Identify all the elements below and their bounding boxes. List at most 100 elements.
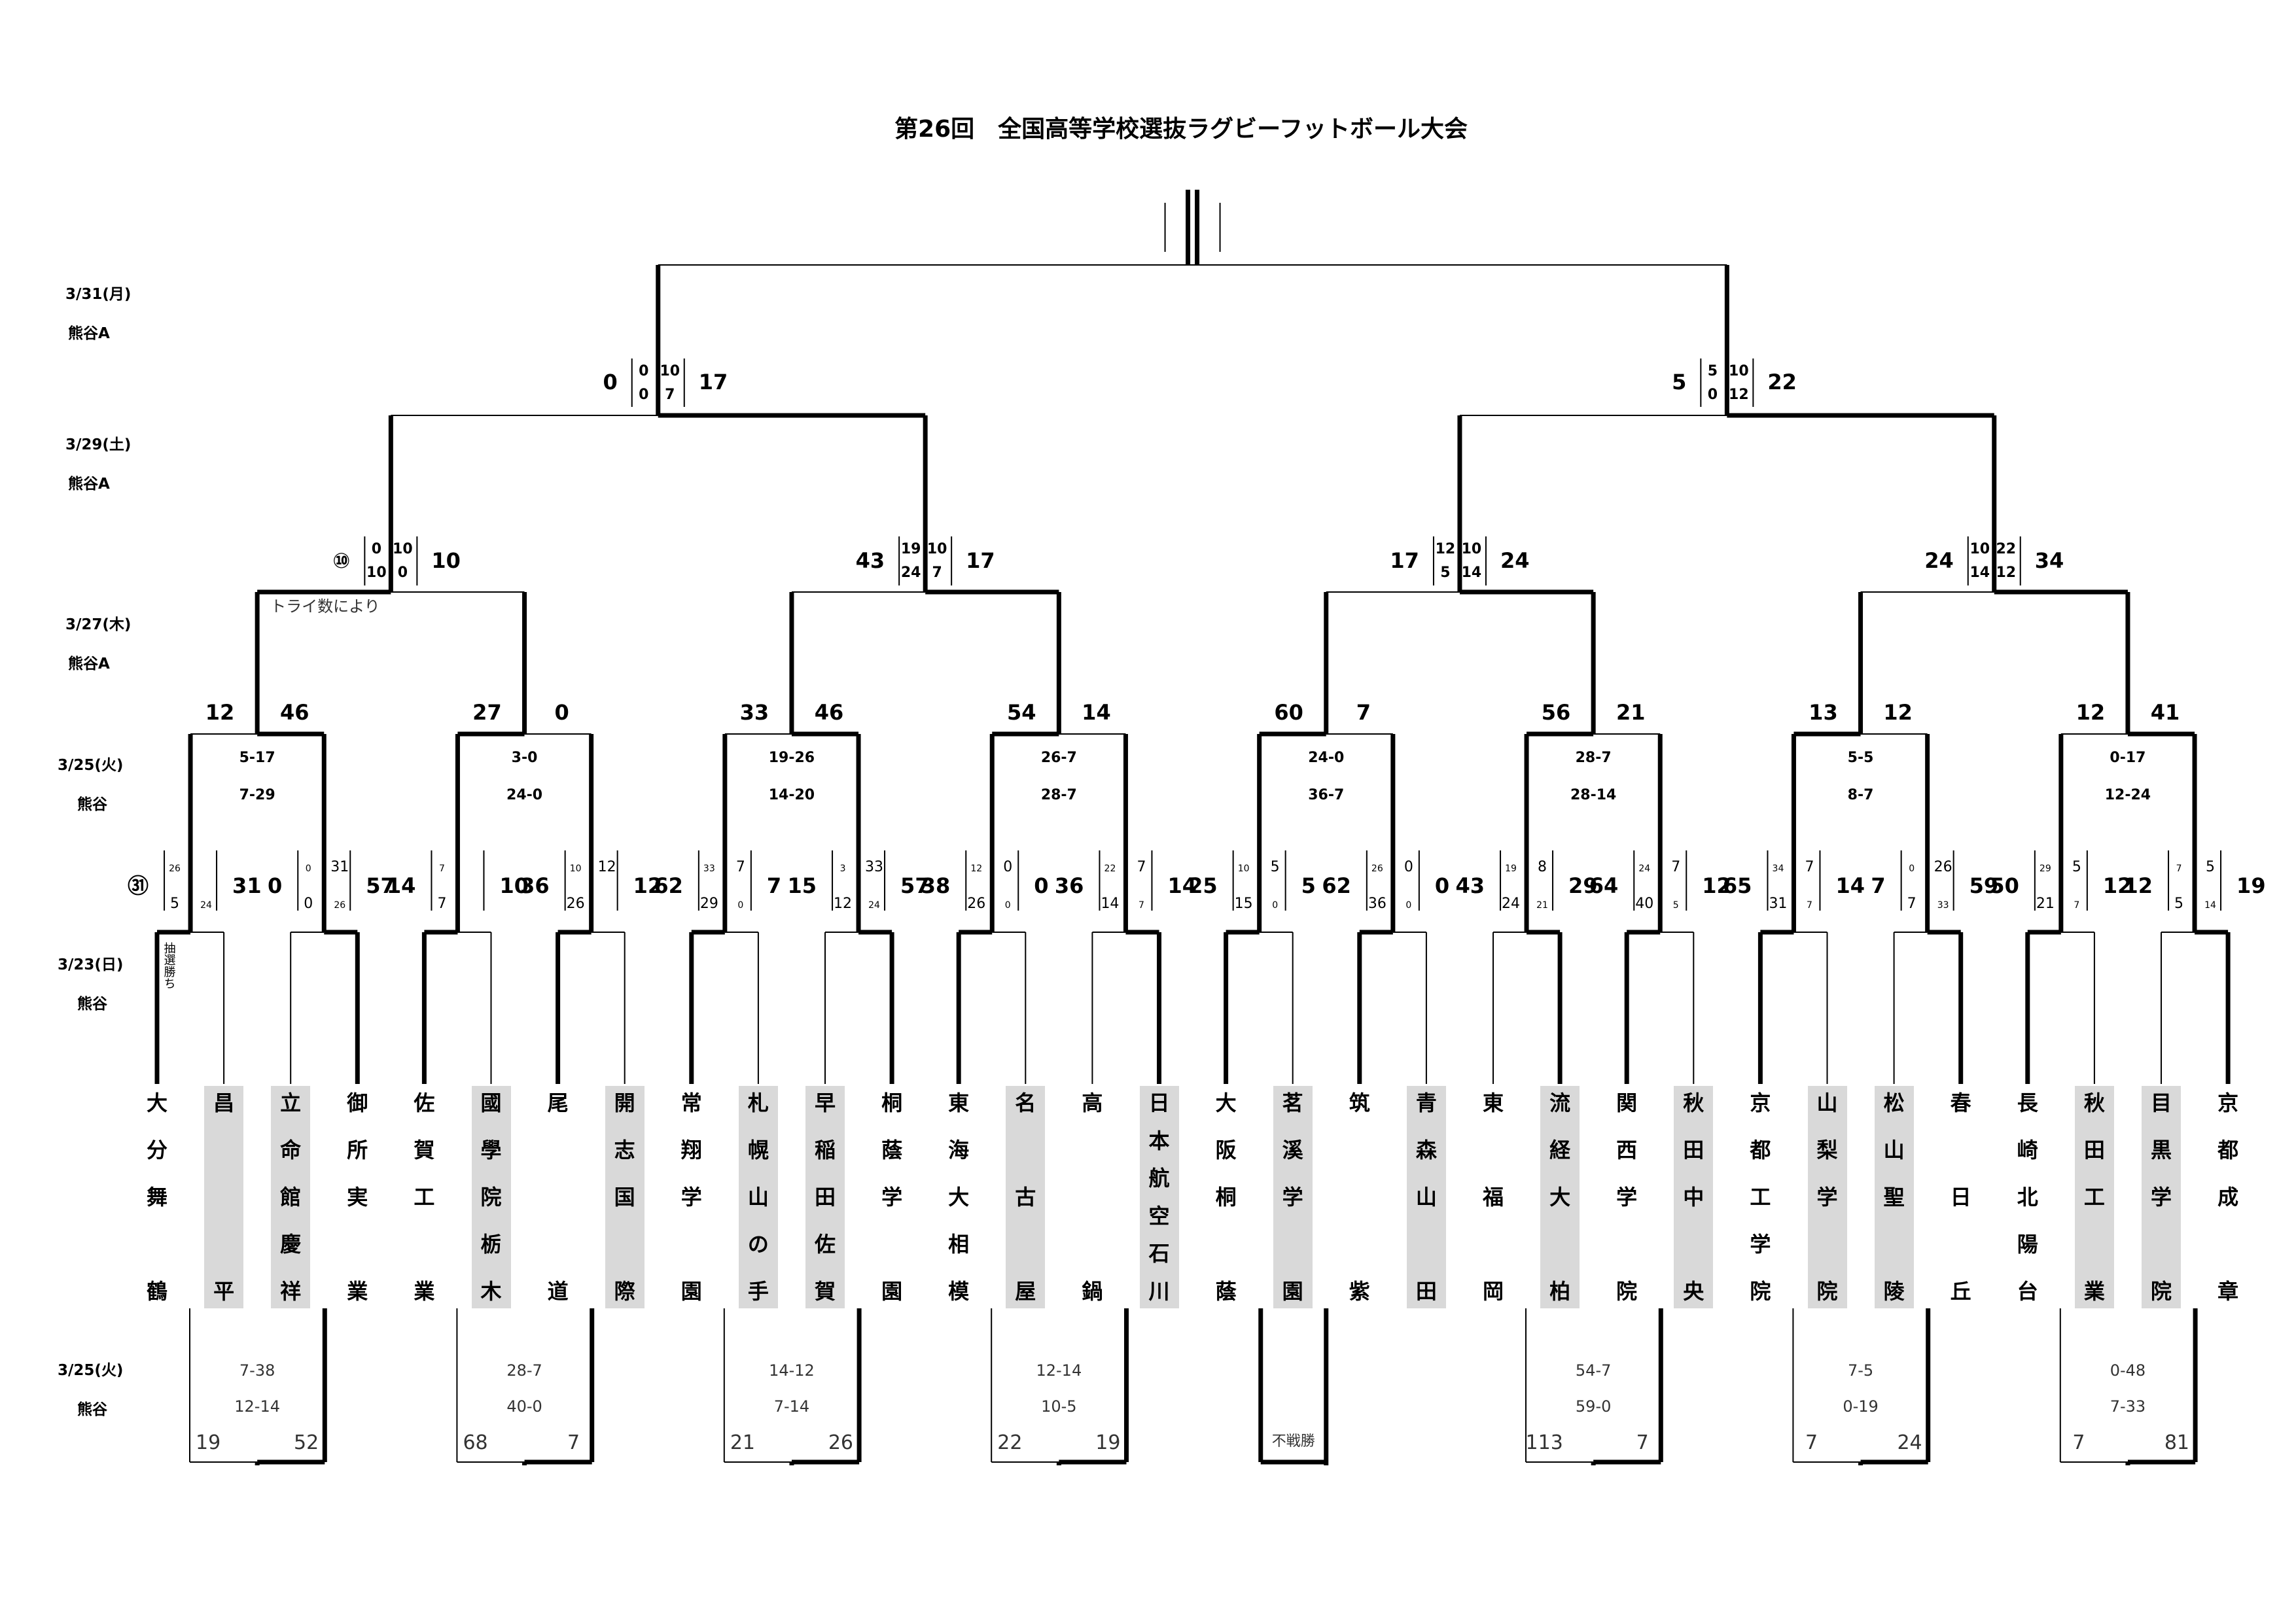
- half-score: 5-5: [1848, 750, 1874, 766]
- half-score: 24: [200, 900, 212, 911]
- half-score: 10: [1238, 864, 1250, 874]
- score-total: 22: [997, 1431, 1022, 1454]
- team-name: 秋田工 業: [2074, 1086, 2114, 1308]
- round-venue: 熊谷: [77, 796, 107, 813]
- score-total: 57: [900, 873, 930, 898]
- half-score: 0: [1003, 859, 1012, 875]
- team-name: 筑 紫: [1349, 1091, 1370, 1304]
- half-score: 0: [1005, 900, 1011, 911]
- half-score: 12: [1436, 541, 1456, 557]
- score-total: 54: [1007, 700, 1036, 725]
- half-score: 10: [1969, 541, 1990, 557]
- half-score: 14-20: [769, 787, 815, 803]
- half-score: 5-17: [239, 750, 275, 766]
- half-score: 0-48: [2110, 1361, 2146, 1380]
- walkover-note: 不戦勝: [1272, 1433, 1315, 1450]
- score-total: 0: [1435, 873, 1449, 898]
- half-score: 33: [865, 859, 883, 875]
- half-score: 12: [834, 896, 852, 912]
- half-score: 7: [1137, 859, 1146, 875]
- half-score: 3-0: [512, 750, 538, 766]
- score-total: 36: [520, 873, 550, 898]
- half-score: 0: [1909, 864, 1915, 874]
- half-score: 19: [901, 541, 921, 557]
- score-total: 14: [1835, 873, 1865, 898]
- score-total: 5: [1672, 370, 1686, 394]
- half-score: 36-7: [1308, 787, 1344, 803]
- team-name: 山梨学 院: [1807, 1086, 1847, 1308]
- half-score: 28-7: [506, 1361, 542, 1380]
- half-score: 0: [1404, 859, 1413, 875]
- score-total: 17: [966, 548, 995, 573]
- half-score: 19-26: [769, 750, 815, 766]
- score-total: 34: [2035, 548, 2064, 573]
- half-score: 0: [737, 900, 743, 911]
- score-total: 43: [1456, 873, 1485, 898]
- team-name: 佐賀工 業: [414, 1091, 435, 1304]
- half-score: 10: [393, 541, 413, 557]
- score-total: 38: [921, 873, 951, 898]
- team-name: 秋田中 央: [1674, 1086, 1714, 1308]
- half-score: 26: [334, 900, 345, 911]
- score-total: 7: [567, 1431, 580, 1454]
- half-score: 7-5: [1848, 1361, 1873, 1380]
- score-total: 12: [2103, 873, 2132, 898]
- score-total: 17: [1390, 548, 1419, 573]
- round-date: 3/29(土): [65, 436, 132, 453]
- half-score: 31: [330, 859, 349, 875]
- team-name: 大分舞 鶴: [146, 1091, 168, 1304]
- score-total: 19: [1095, 1431, 1120, 1454]
- score-total: 7: [2072, 1431, 2085, 1454]
- score-total: 24: [1897, 1431, 1922, 1454]
- team-name: 昌 平: [204, 1086, 244, 1308]
- half-score: 7: [437, 896, 446, 912]
- team-name: 常翔学 園: [680, 1091, 702, 1304]
- score-total: ⑩: [332, 548, 350, 573]
- half-score: 33: [1937, 900, 1949, 911]
- half-score: 31: [1769, 896, 1787, 912]
- half-score: 5: [1271, 859, 1280, 875]
- half-score: 7: [1671, 859, 1680, 875]
- score-total: 81: [2164, 1431, 2189, 1454]
- score-total: 14: [1082, 700, 1111, 725]
- team-name: 早稲田佐賀: [805, 1086, 845, 1308]
- round-venue: 熊谷A: [68, 476, 110, 493]
- score-total: 113: [1526, 1431, 1563, 1454]
- half-score: 0: [306, 864, 311, 874]
- round-venue: 熊谷: [77, 1401, 107, 1418]
- score-total: 41: [2151, 700, 2180, 725]
- score-total: 43: [856, 548, 885, 573]
- half-score: 7: [1805, 859, 1814, 875]
- half-score: 12-14: [1036, 1361, 1082, 1380]
- score-total: 0: [268, 873, 282, 898]
- score-total: 26: [828, 1431, 853, 1454]
- team-name: 京都工学院: [1750, 1091, 1771, 1304]
- half-score: 0: [639, 363, 648, 379]
- half-score: 15: [1235, 896, 1253, 912]
- half-score: 7-33: [2110, 1397, 2146, 1416]
- score-total: 7: [1805, 1431, 1818, 1454]
- round-date: 3/23(日): [58, 956, 124, 973]
- score-total: 14: [1167, 873, 1197, 898]
- score-total: 46: [280, 700, 309, 725]
- tiebreak-note: トライ数により: [270, 597, 380, 616]
- half-score: 26: [1371, 864, 1383, 874]
- score-total: 64: [1589, 873, 1619, 898]
- half-score: 5: [2072, 859, 2081, 875]
- half-score: 22: [1104, 864, 1116, 874]
- half-score: 12: [1729, 387, 1749, 403]
- half-score: 40-0: [506, 1397, 542, 1416]
- half-score: 5: [2174, 896, 2183, 912]
- score-total: 68: [463, 1431, 487, 1454]
- half-score: 24: [901, 565, 921, 581]
- round-date: 3/25(火): [58, 757, 124, 774]
- half-score: 7-38: [239, 1361, 275, 1380]
- score-total: 0: [1034, 873, 1048, 898]
- half-score: 10: [366, 565, 387, 581]
- half-score: 5: [170, 896, 179, 912]
- half-score: 0-17: [2110, 750, 2146, 766]
- team-name: 名 古 屋: [1006, 1086, 1046, 1308]
- half-score: 5: [1440, 565, 1450, 581]
- team-name: 流経大 柏: [1540, 1086, 1580, 1308]
- score-total: 15: [788, 873, 817, 898]
